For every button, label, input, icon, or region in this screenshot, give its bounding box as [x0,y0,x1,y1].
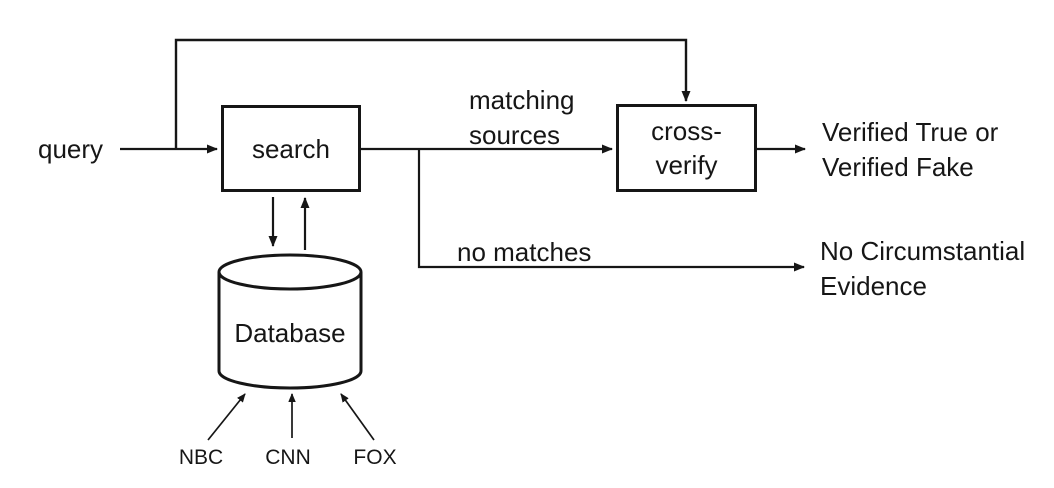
feed-label-fox: FOX [353,446,397,469]
search-node-label: search [251,133,331,164]
database-cylinder-body [217,272,363,390]
cross-verify-node: cross- verify [616,104,757,192]
database-label: Database [234,318,346,348]
no-evidence-outcome-label: No Circumstantial Evidence [820,236,1026,301]
database-cylinder-top [217,253,363,291]
verified-outcome-label: Verified True or Verified Fake [822,117,999,182]
query-label: query [38,134,104,164]
matching-sources-label: matching sources [469,85,575,150]
no-matches-label: no matches [457,237,592,267]
search-node: search [221,105,361,192]
nbc-feed-arrow [207,393,246,441]
no-matches-arrow [417,149,805,272]
feed-label-cnn: CNN [265,446,311,469]
fox-feed-arrow [340,393,375,441]
query-bypass-arrow [174,38,691,148]
database-cylinder [217,253,363,390]
feed-label-nbc: NBC [178,446,224,469]
